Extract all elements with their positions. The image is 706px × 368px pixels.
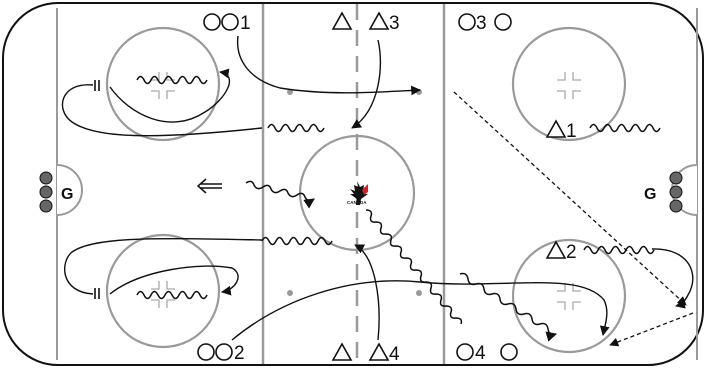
player-circles-top-right	[458, 13, 512, 31]
player-circle-icon	[197, 343, 215, 361]
player-label-top-center: 3	[389, 13, 400, 34]
player-label-top-left: 1	[240, 13, 251, 34]
faceoff-circle-top-right	[511, 26, 627, 142]
neutral-zone-dots	[287, 89, 422, 296]
player-circle-icon	[203, 13, 221, 31]
hash-marks	[151, 72, 581, 310]
goalie-right-icon: G	[644, 186, 656, 203]
player-label-right-bottom: 2	[566, 242, 577, 263]
puck-stack-icon	[94, 80, 100, 299]
left-crease	[56, 164, 83, 216]
player-triangle-icon	[368, 342, 390, 361]
player-triangle-icon	[331, 342, 353, 361]
player-circle-icon	[494, 13, 512, 31]
player-triangle-icon	[368, 11, 390, 30]
player-circle-icon	[221, 13, 239, 31]
player-circle-icon	[500, 343, 518, 361]
player-label-top-right: 3	[476, 13, 487, 34]
player-label-bottom-center: 4	[389, 344, 400, 365]
logo-text: CANADA	[347, 200, 367, 205]
player-circle-icon	[215, 343, 233, 361]
player-triangle-icon	[545, 119, 567, 138]
player-circles-top-left	[203, 13, 239, 31]
stickhandling-waves	[136, 75, 661, 342]
player-circle-icon	[458, 13, 476, 31]
faceoff-circle-bottom-left	[105, 233, 221, 349]
faceoff-circle-top-left	[105, 26, 221, 142]
left-goal-net	[39, 171, 53, 213]
player-label-bottom-left: 2	[234, 343, 245, 364]
maple-leaf-logo: CANADA	[347, 181, 368, 205]
pass-lines	[453, 91, 694, 347]
left-arrow-icon	[196, 178, 222, 194]
player-label-bottom-right: 4	[475, 343, 486, 364]
player-triangles-top-center	[331, 11, 390, 30]
player-triangle-icon	[331, 11, 353, 30]
player-triangle-icon	[545, 240, 567, 259]
goalie-left-icon: G	[61, 186, 73, 203]
player-triangles-bottom-center	[331, 342, 390, 361]
player-circles-bottom-left	[197, 343, 233, 361]
skating-paths	[61, 35, 694, 341]
player-circle-icon	[456, 343, 474, 361]
player-label-right-top: 1	[566, 121, 577, 142]
player-circles-bottom-right	[456, 343, 518, 361]
right-goal-net	[669, 171, 683, 213]
faceoff-circle-bottom-right	[511, 238, 627, 354]
